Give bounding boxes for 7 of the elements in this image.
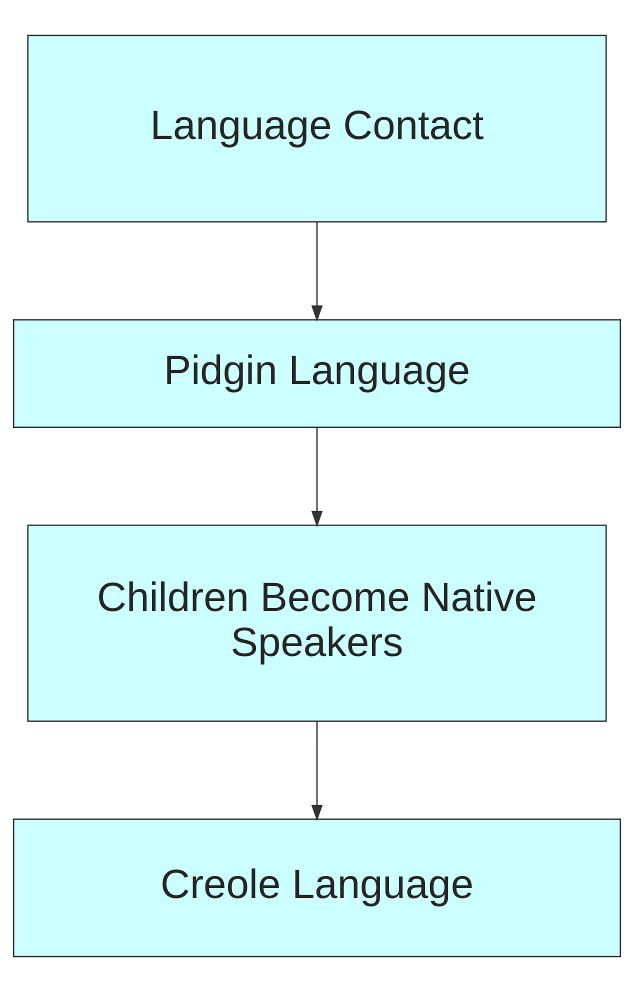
node-box: Creole Language bbox=[12, 818, 622, 958]
arrow bbox=[311, 222, 323, 322]
arrow bbox=[311, 721, 323, 822]
arrow bbox=[311, 428, 323, 528]
node-box: Language Contact bbox=[27, 34, 607, 223]
node-box: Pidgin Language bbox=[12, 319, 622, 428]
node-box: Children Become Native Speakers bbox=[27, 524, 607, 722]
